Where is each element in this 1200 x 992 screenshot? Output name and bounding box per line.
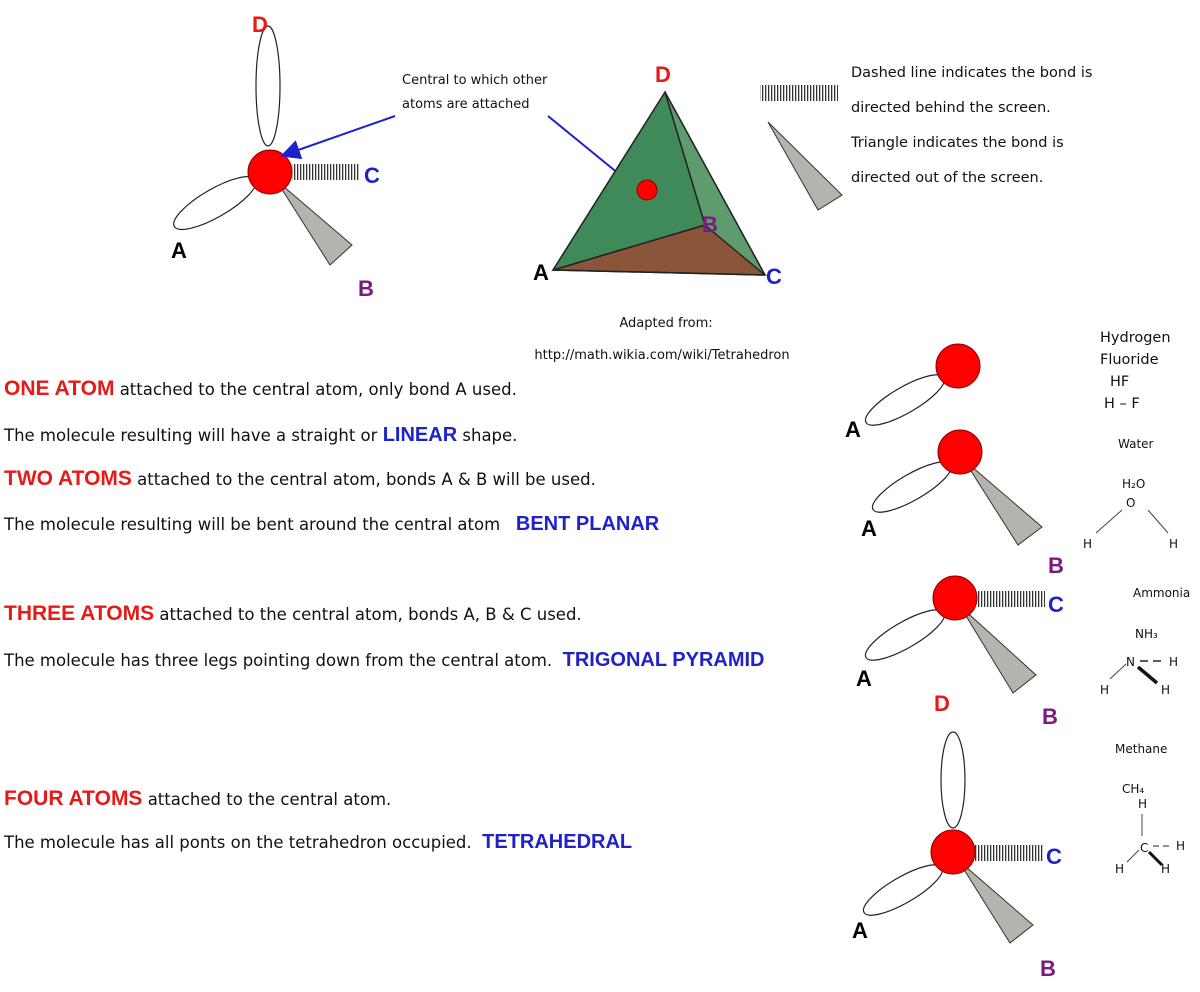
label-d: D bbox=[252, 12, 268, 37]
section-one-line2: The molecule resulting will have a strai… bbox=[3, 424, 517, 446]
credit-url: http://math.wikia.com/wiki/Tetrahedron bbox=[534, 348, 789, 363]
water-o: O bbox=[1126, 496, 1135, 510]
water-label-a: A bbox=[861, 516, 877, 541]
methane-label-a: A bbox=[852, 918, 868, 943]
ammonia-molecule: C A D B Ammonia NH₃ N H H H bbox=[856, 575, 1190, 729]
ammonia-n: N bbox=[1126, 655, 1135, 669]
legend-dashed-bond bbox=[760, 85, 838, 101]
legend-line1: Dashed line indicates the bond is bbox=[851, 65, 1092, 81]
ammonia-label-d: D bbox=[934, 691, 950, 716]
label-b: B bbox=[358, 276, 374, 301]
hf-structure: H – F bbox=[1104, 396, 1140, 412]
ammonia-label-b: B bbox=[1042, 704, 1058, 729]
tetrahedron: D A B C bbox=[533, 62, 782, 289]
label-c: C bbox=[364, 163, 380, 188]
section-four-line1: FOUR ATOMS attached to the central atom. bbox=[4, 787, 391, 810]
methane-name: Methane bbox=[1115, 742, 1167, 756]
ammonia-h3: H bbox=[1161, 683, 1170, 697]
methane-molecule: C A B Methane CH₄ H C H H H bbox=[852, 731, 1185, 981]
top-molecule: D C A B bbox=[171, 12, 380, 301]
water-h2: H bbox=[1169, 537, 1178, 551]
central-note-line1: Central to which other bbox=[402, 73, 548, 88]
hf-name2: Fluoride bbox=[1100, 352, 1159, 368]
methane-formula: CH₄ bbox=[1122, 782, 1144, 796]
central-atom bbox=[247, 149, 293, 195]
legend-line2: directed behind the screen. bbox=[851, 100, 1051, 116]
hf-name1: Hydrogen bbox=[1100, 330, 1171, 346]
ammonia-formula: NH₃ bbox=[1135, 627, 1158, 641]
central-note-line2: atoms are attached bbox=[402, 97, 530, 112]
section-three-line1: THREE ATOMS attached to the central atom… bbox=[4, 602, 582, 625]
ammonia-h2: H bbox=[1100, 683, 1109, 697]
credit-label: Adapted from: bbox=[619, 316, 712, 331]
methane-h2: H bbox=[1176, 839, 1185, 853]
tet-label-a: A bbox=[533, 260, 549, 285]
section-two-line1: TWO ATOMS attached to the central atom, … bbox=[4, 467, 596, 490]
section-one-line1: ONE ATOM attached to the central atom, o… bbox=[4, 377, 517, 400]
hf-formula: HF bbox=[1110, 374, 1129, 390]
left-face bbox=[551, 90, 706, 272]
methane-h3: H bbox=[1115, 862, 1124, 876]
hf-label-a: A bbox=[845, 417, 861, 442]
ammonia-name: Ammonia bbox=[1133, 586, 1190, 600]
legend-line3: Triangle indicates the bond is bbox=[850, 135, 1064, 151]
bond-d-lobe bbox=[255, 25, 281, 147]
tet-label-c: C bbox=[766, 264, 782, 289]
water-molecule: A B Water H₂O O H H bbox=[861, 429, 1178, 578]
methane-h1: H bbox=[1138, 797, 1147, 811]
dashed-bond-c bbox=[292, 164, 360, 180]
methane-label-b: B bbox=[1040, 956, 1056, 981]
methane-c: C bbox=[1140, 841, 1148, 855]
section-three-line2: The molecule has three legs pointing dow… bbox=[3, 649, 765, 671]
water-formula: H₂O bbox=[1122, 477, 1145, 491]
section-four-line2: The molecule has all ponts on the tetrah… bbox=[3, 831, 632, 853]
ammonia-h1: H bbox=[1169, 655, 1178, 669]
wedge-bond-b bbox=[275, 179, 353, 266]
ammonia-label-c: C bbox=[1048, 592, 1064, 617]
water-name: Water bbox=[1118, 437, 1154, 451]
methane-label-c: C bbox=[1046, 844, 1062, 869]
legend-line4: directed out of the screen. bbox=[851, 170, 1043, 186]
hf-molecule: A Hydrogen Fluoride HF H – F bbox=[845, 330, 1171, 442]
tet-label-b: B bbox=[702, 212, 718, 237]
section-two-line2: The molecule resulting will be bent arou… bbox=[3, 513, 660, 535]
methane-h4: H bbox=[1161, 862, 1170, 876]
label-a: A bbox=[171, 238, 187, 263]
legend-wedge-bond bbox=[767, 121, 843, 211]
water-h1: H bbox=[1083, 537, 1092, 551]
arrow-to-central-atom bbox=[280, 115, 396, 160]
water-label-b: B bbox=[1048, 553, 1064, 578]
tet-label-d: D bbox=[655, 62, 671, 87]
center-atom bbox=[636, 179, 658, 201]
ammonia-label-a: A bbox=[856, 666, 872, 691]
